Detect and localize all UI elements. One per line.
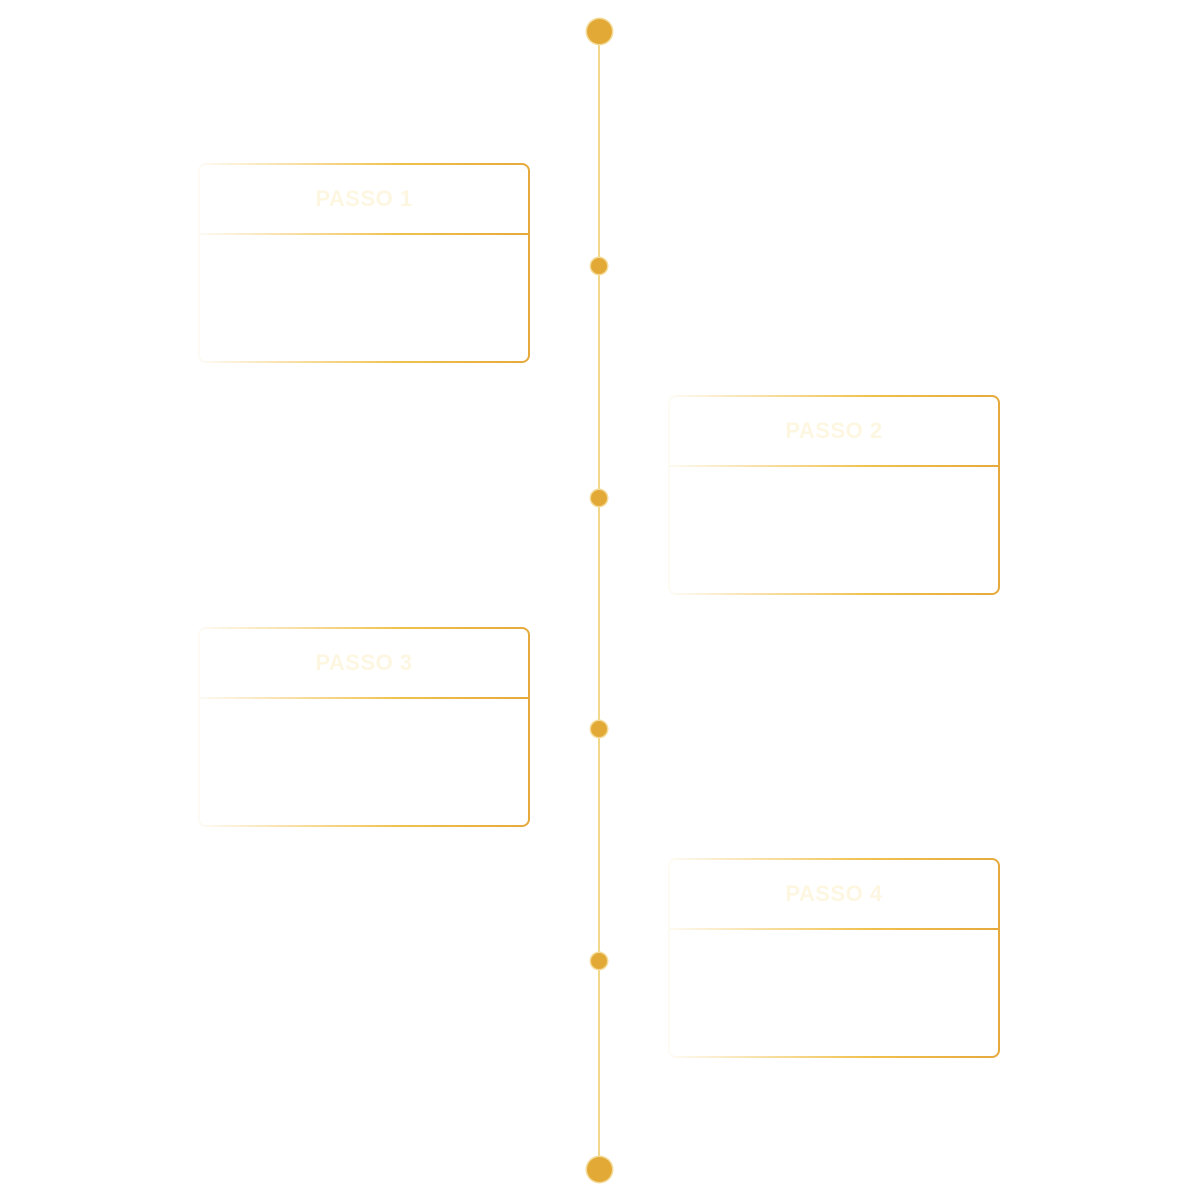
step-title: PASSO 3 [315, 650, 413, 675]
step-card-1: PASSO 1 [198, 163, 530, 363]
step-card-4: PASSO 4 [668, 858, 1000, 1058]
step-card-3: PASSO 3 [198, 627, 530, 827]
timeline-node-4 [591, 953, 607, 969]
step-title: PASSO 2 [785, 418, 883, 443]
step-card-body [200, 699, 528, 825]
timeline-line [598, 32, 600, 1170]
step-card-header: PASSO 2 [670, 397, 998, 467]
step-card-header: PASSO 4 [670, 860, 998, 930]
step-card-body [200, 235, 528, 361]
step-card-body [670, 467, 998, 593]
timeline-end-node [587, 1157, 612, 1182]
timeline-start-node [587, 19, 612, 44]
timeline-node-1 [591, 258, 607, 274]
step-card-header: PASSO 3 [200, 629, 528, 699]
timeline-node-2 [591, 490, 607, 506]
step-card-header: PASSO 1 [200, 165, 528, 235]
step-title: PASSO 4 [785, 881, 883, 906]
step-card-2: PASSO 2 [668, 395, 1000, 595]
timeline-node-3 [591, 721, 607, 737]
step-title: PASSO 1 [315, 186, 413, 211]
step-card-body [670, 930, 998, 1056]
